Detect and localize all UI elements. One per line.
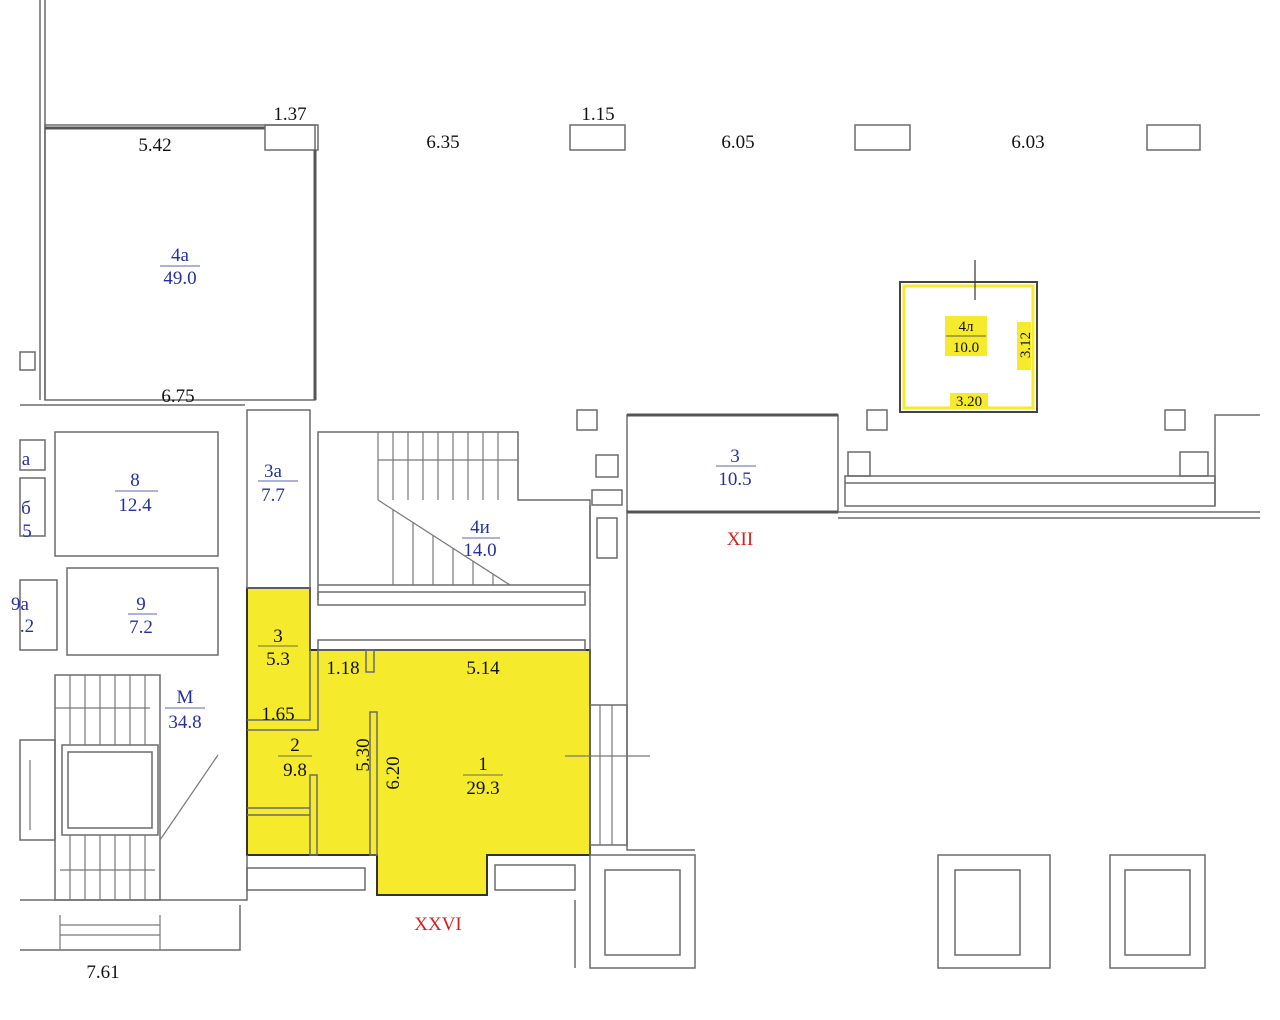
room-number: 3а — [264, 461, 283, 482]
room-area: 12.4 — [118, 495, 152, 516]
room-8[interactable]: 812.4 — [115, 470, 158, 516]
walls — [19, 0, 1260, 969]
partial-room-label: .2 — [20, 616, 34, 637]
partial-room-label: б — [21, 498, 31, 519]
room-area: 10.5 — [718, 469, 751, 490]
room-number: 4а — [171, 245, 190, 266]
dim-5-42: 5.42 — [138, 135, 171, 156]
room-area: 9.8 — [283, 760, 307, 781]
room-number: М — [177, 687, 194, 708]
room-9[interactable]: 97.2 — [128, 594, 157, 638]
room-m[interactable]: М 34.8 — [165, 687, 205, 733]
dimension-labels: 5.42 1.37 6.35 1.15 6.05 6.03 6.75 3.12 … — [86, 104, 1044, 983]
dim-1-65: 1.65 — [261, 704, 294, 725]
room-2[interactable]: 29.8 — [278, 735, 312, 781]
room-area: 34.8 — [168, 712, 201, 733]
dim-1-37: 1.37 — [273, 104, 306, 125]
room-area: 49.0 — [163, 268, 196, 289]
axis-label-xii: XII — [727, 529, 753, 550]
dim-6-05: 6.05 — [721, 132, 754, 153]
room-number: 8 — [130, 470, 140, 491]
dim-6-20: 6.20 — [383, 756, 404, 789]
room-area: 7.7 — [261, 485, 285, 506]
dim-1-18: 1.18 — [326, 658, 359, 679]
dim-3-12: 3.12 — [1018, 332, 1034, 358]
room-area: 29.3 — [466, 778, 499, 799]
dim-3-20: 3.20 — [956, 394, 982, 410]
room-area: 5.3 — [266, 649, 290, 670]
dim-5-30: 5.30 — [353, 738, 374, 771]
axis-label-xxvi: XXVI — [414, 914, 462, 935]
partial-room-label: 9а — [11, 594, 30, 615]
room-1[interactable]: 129.3 — [463, 754, 503, 799]
dim-5-14: 5.14 — [466, 658, 500, 679]
room-4l-label: 4л 10.0 — [946, 319, 986, 356]
room-number: 3 — [730, 446, 740, 467]
staircase-4i — [377, 432, 518, 586]
room-number: 9 — [136, 594, 146, 615]
room-area: 10.0 — [953, 340, 979, 356]
room-area: 7.2 — [129, 617, 153, 638]
room-3[interactable]: 35.3 — [258, 626, 298, 670]
partial-room-label: 5 — [22, 521, 32, 542]
dim-6-75: 6.75 — [161, 386, 194, 407]
partial-room-label: а — [22, 449, 31, 470]
room-number: 1 — [478, 754, 488, 775]
dim-6-03: 6.03 — [1011, 132, 1044, 153]
room-number: 2 — [290, 735, 300, 756]
room-3-right[interactable]: 310.5 — [716, 446, 756, 490]
dim-6-35: 6.35 — [426, 132, 459, 153]
room-number: 4и — [470, 517, 490, 538]
room-number: 3 — [273, 626, 283, 647]
room-number: 4л — [959, 319, 975, 335]
dim-7-61: 7.61 — [86, 962, 119, 983]
staircase-m — [29, 675, 650, 950]
room-3a[interactable]: 3а7.7 — [258, 461, 298, 506]
room-area: 14.0 — [463, 540, 496, 561]
dim-1-15: 1.15 — [581, 104, 614, 125]
